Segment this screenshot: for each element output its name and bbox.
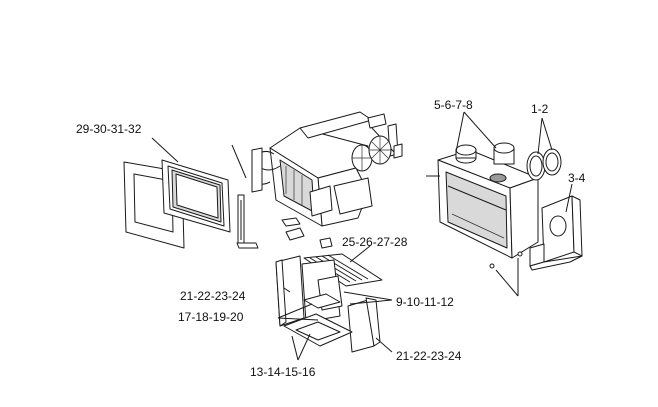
callout-bracket: 3-4 xyxy=(568,171,586,185)
callout-side-panels-left: 21-22-23-24 xyxy=(180,289,246,303)
callout-collars: 1-2 xyxy=(531,102,549,116)
callout-logs: 9-10-11-12 xyxy=(396,295,454,309)
wall-bracket xyxy=(529,195,583,271)
support-rod xyxy=(231,144,305,249)
callout-rails: 25-26-27-28 xyxy=(342,235,408,249)
callout-base-panels: 13-14-15-16 xyxy=(250,365,316,379)
leader-lines xyxy=(151,111,573,361)
firebox-chassis xyxy=(251,111,373,227)
callout-rear-panels: 17-18-19-20 xyxy=(178,310,244,324)
callout-side-panels-right: 21-22-23-24 xyxy=(396,349,462,363)
blower-wheels xyxy=(351,135,403,172)
flue-collars xyxy=(526,148,562,181)
callout-fans: 5-6-7-8 xyxy=(434,98,473,112)
callout-frame: 29-30-31-32 xyxy=(76,122,142,136)
front-frame-gasket xyxy=(161,159,231,233)
fireplace-box xyxy=(437,142,539,269)
refractory-panels xyxy=(275,237,383,353)
